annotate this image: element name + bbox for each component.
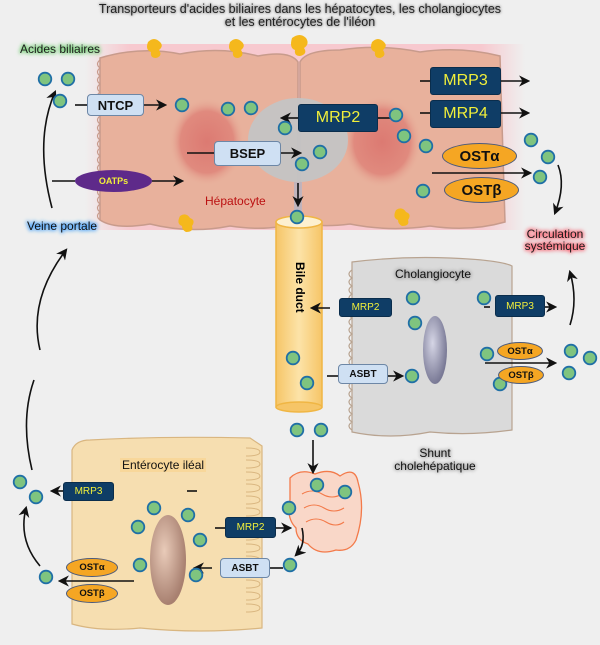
title-line-1: Transporteurs d'acides biliaires dans le…	[98, 2, 502, 16]
bile-acid-molecule	[281, 500, 297, 516]
bile-acid-molecule	[299, 375, 315, 391]
oatps-transporter: OATPs	[75, 170, 152, 192]
bile-acid-molecule	[60, 71, 76, 87]
bile-acids-label: Acides biliaires	[20, 42, 101, 56]
bile-acid-molecule	[146, 500, 162, 516]
bile-acid-molecule	[192, 532, 208, 548]
bile-acid-molecule	[37, 71, 53, 87]
bile-duct-label: Bile duct	[293, 262, 307, 313]
bile-acid-molecule	[418, 138, 434, 154]
bile-acid-molecule	[277, 120, 293, 136]
mrp4-transporter: MRP4	[430, 100, 501, 128]
bile-acid-molecule	[404, 368, 420, 384]
enterocyte-mrp2-transporter: MRP2	[225, 517, 276, 538]
bile-acid-molecule	[309, 477, 325, 493]
enterocyte-cell	[71, 436, 263, 632]
enterocyte-ost-alpha-transporter: OSTα	[66, 558, 118, 577]
bile-acid-molecule	[312, 144, 328, 160]
bile-acid-molecules	[12, 71, 598, 585]
enterocyte-mrp3-transporter: MRP3	[63, 482, 114, 501]
bile-acid-molecule	[561, 365, 577, 381]
bsep-transporter: BSEP	[214, 141, 281, 166]
bile-duct	[275, 215, 323, 413]
hepatocyte-mrp2-transporter: MRP2	[298, 104, 378, 132]
bile-acid-molecule	[294, 156, 310, 172]
shunt-line-2: cholehépatique	[394, 459, 476, 473]
bile-acid-molecule	[479, 346, 495, 362]
bile-acid-molecule	[476, 290, 492, 306]
enterocyte-ost-beta-transporter: OSTβ	[66, 584, 118, 603]
bile-acid-molecule	[220, 101, 236, 117]
bile-acid-molecule	[313, 422, 329, 438]
bile-acid-molecule	[174, 97, 190, 113]
systemic-circulation-line-1: Circulation	[526, 227, 584, 241]
bile-acid-molecule	[52, 93, 68, 109]
cholangiocyte-ost-alpha-transporter: OSTα	[497, 342, 543, 360]
bile-acid-molecule	[407, 315, 423, 331]
bile-acid-molecule	[289, 422, 305, 438]
enterocyte-label: Entérocyte iléal	[120, 458, 207, 472]
bile-acid-molecule	[130, 519, 146, 535]
bile-acid-molecule	[180, 507, 196, 523]
bile-acid-molecule	[388, 107, 404, 123]
bile-acid-molecule	[38, 569, 54, 585]
bile-acid-molecule	[188, 567, 204, 583]
cholangiocyte-cell	[348, 256, 513, 437]
hepatocyte-label: Hépatocyte	[205, 194, 266, 208]
bile-acid-molecule	[563, 343, 579, 359]
bile-acid-molecule	[243, 100, 259, 116]
cholehepatic-shunt-label: Shunt cholehépatique	[385, 447, 485, 473]
cholangiocyte-mrp2-transporter: MRP2	[339, 298, 392, 317]
bile-acid-molecule	[540, 149, 556, 165]
diagram-title: Transporteurs d'acides biliaires dans le…	[0, 3, 600, 29]
shunt-line-1: Shunt	[419, 446, 451, 460]
bile-acid-molecule	[289, 209, 305, 225]
mrp3-transporter: MRP3	[430, 67, 501, 95]
bile-acid-molecule	[532, 169, 548, 185]
cholangiocyte-mrp3-transporter: MRP3	[495, 295, 545, 317]
junction-blobs	[147, 35, 410, 232]
cholangiocyte-asbt-transporter: ASBT	[338, 364, 388, 384]
bile-acid-molecule	[582, 350, 598, 366]
bile-acid-molecule	[282, 557, 298, 573]
flow-arrows	[18, 75, 578, 587]
hepatocyte-ost-alpha-transporter: OSTα	[442, 143, 517, 169]
bile-acid-molecule	[28, 489, 44, 505]
systemic-circulation-line-2: systémique	[524, 239, 586, 253]
bile-acid-molecule	[285, 350, 301, 366]
bile-acid-molecule	[405, 290, 421, 306]
cholangiocyte-ost-beta-transporter: OSTβ	[498, 366, 544, 384]
systemic-circulation-label: Circulation systémique	[515, 228, 595, 252]
title-line-2: et les entérocytes de l'iléon	[224, 15, 376, 29]
bile-acid-molecule	[523, 132, 539, 148]
bile-acid-molecule	[132, 557, 148, 573]
bile-acid-molecule	[415, 183, 431, 199]
bile-acid-molecule	[337, 484, 353, 500]
enterocyte-asbt-transporter: ASBT	[220, 558, 270, 578]
cholangiocyte-label: Cholangiocyte	[395, 267, 472, 281]
portal-vein-label: Veine portale	[27, 219, 98, 233]
hepatocyte-ost-beta-transporter: OSTβ	[444, 177, 519, 203]
bile-acid-molecule	[12, 474, 28, 490]
ntcp-transporter: NTCP	[87, 94, 144, 116]
bile-acid-molecule	[396, 128, 412, 144]
intestine	[288, 470, 363, 553]
